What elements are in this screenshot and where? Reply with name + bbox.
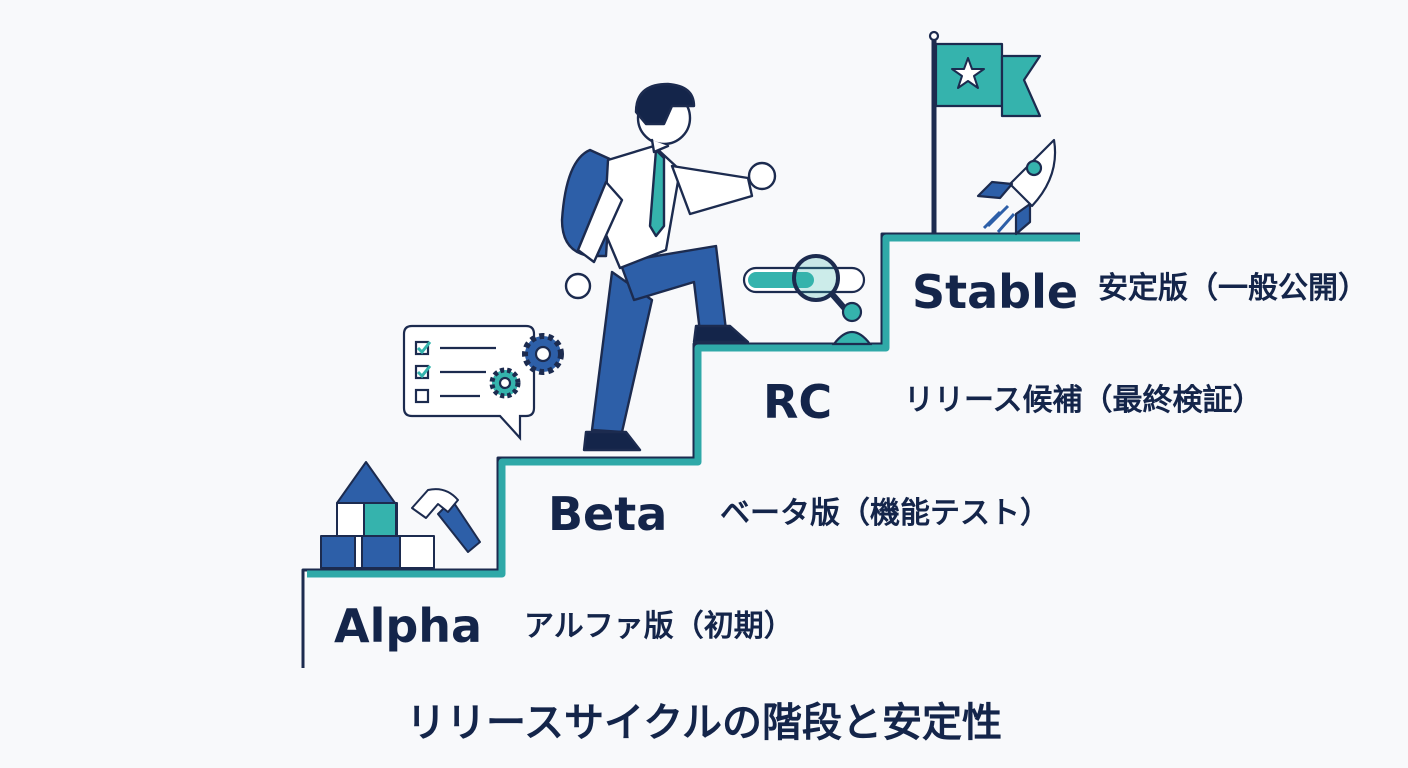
progress-magnifier-icon	[742, 254, 873, 346]
step-rc-name: RC	[763, 375, 832, 429]
staircase	[301, 232, 1080, 668]
step-alpha-name: Alpha	[334, 599, 482, 653]
building-blocks-icon	[320, 461, 435, 569]
step-beta-name: Beta	[548, 487, 667, 541]
climbing-person-icon	[560, 82, 777, 452]
diagram-title: リリースサイクルの階段と安定性	[406, 700, 1002, 746]
step-stable: Stable 安定版（一般公開）	[912, 265, 1368, 319]
step-beta-description: ベータ版（機能テスト）	[720, 496, 1050, 531]
step-alpha: Alpha アルファ版（初期）	[334, 599, 794, 653]
step-stable-name: Stable	[912, 265, 1078, 319]
step-stable-description: 安定版（一般公開）	[1098, 271, 1368, 306]
step-rc-description: リリース候補（最終検証）	[904, 383, 1263, 418]
hammer-icon	[411, 488, 481, 553]
flag-star-icon	[928, 30, 1042, 234]
step-alpha-description: アルファ版（初期）	[524, 609, 794, 644]
step-rc: RC リリース候補（最終検証）	[763, 375, 1263, 429]
checklist-gear-icon	[402, 324, 564, 441]
step-beta: Beta ベータ版（機能テスト）	[548, 487, 1050, 541]
rocket-icon	[976, 138, 1057, 236]
